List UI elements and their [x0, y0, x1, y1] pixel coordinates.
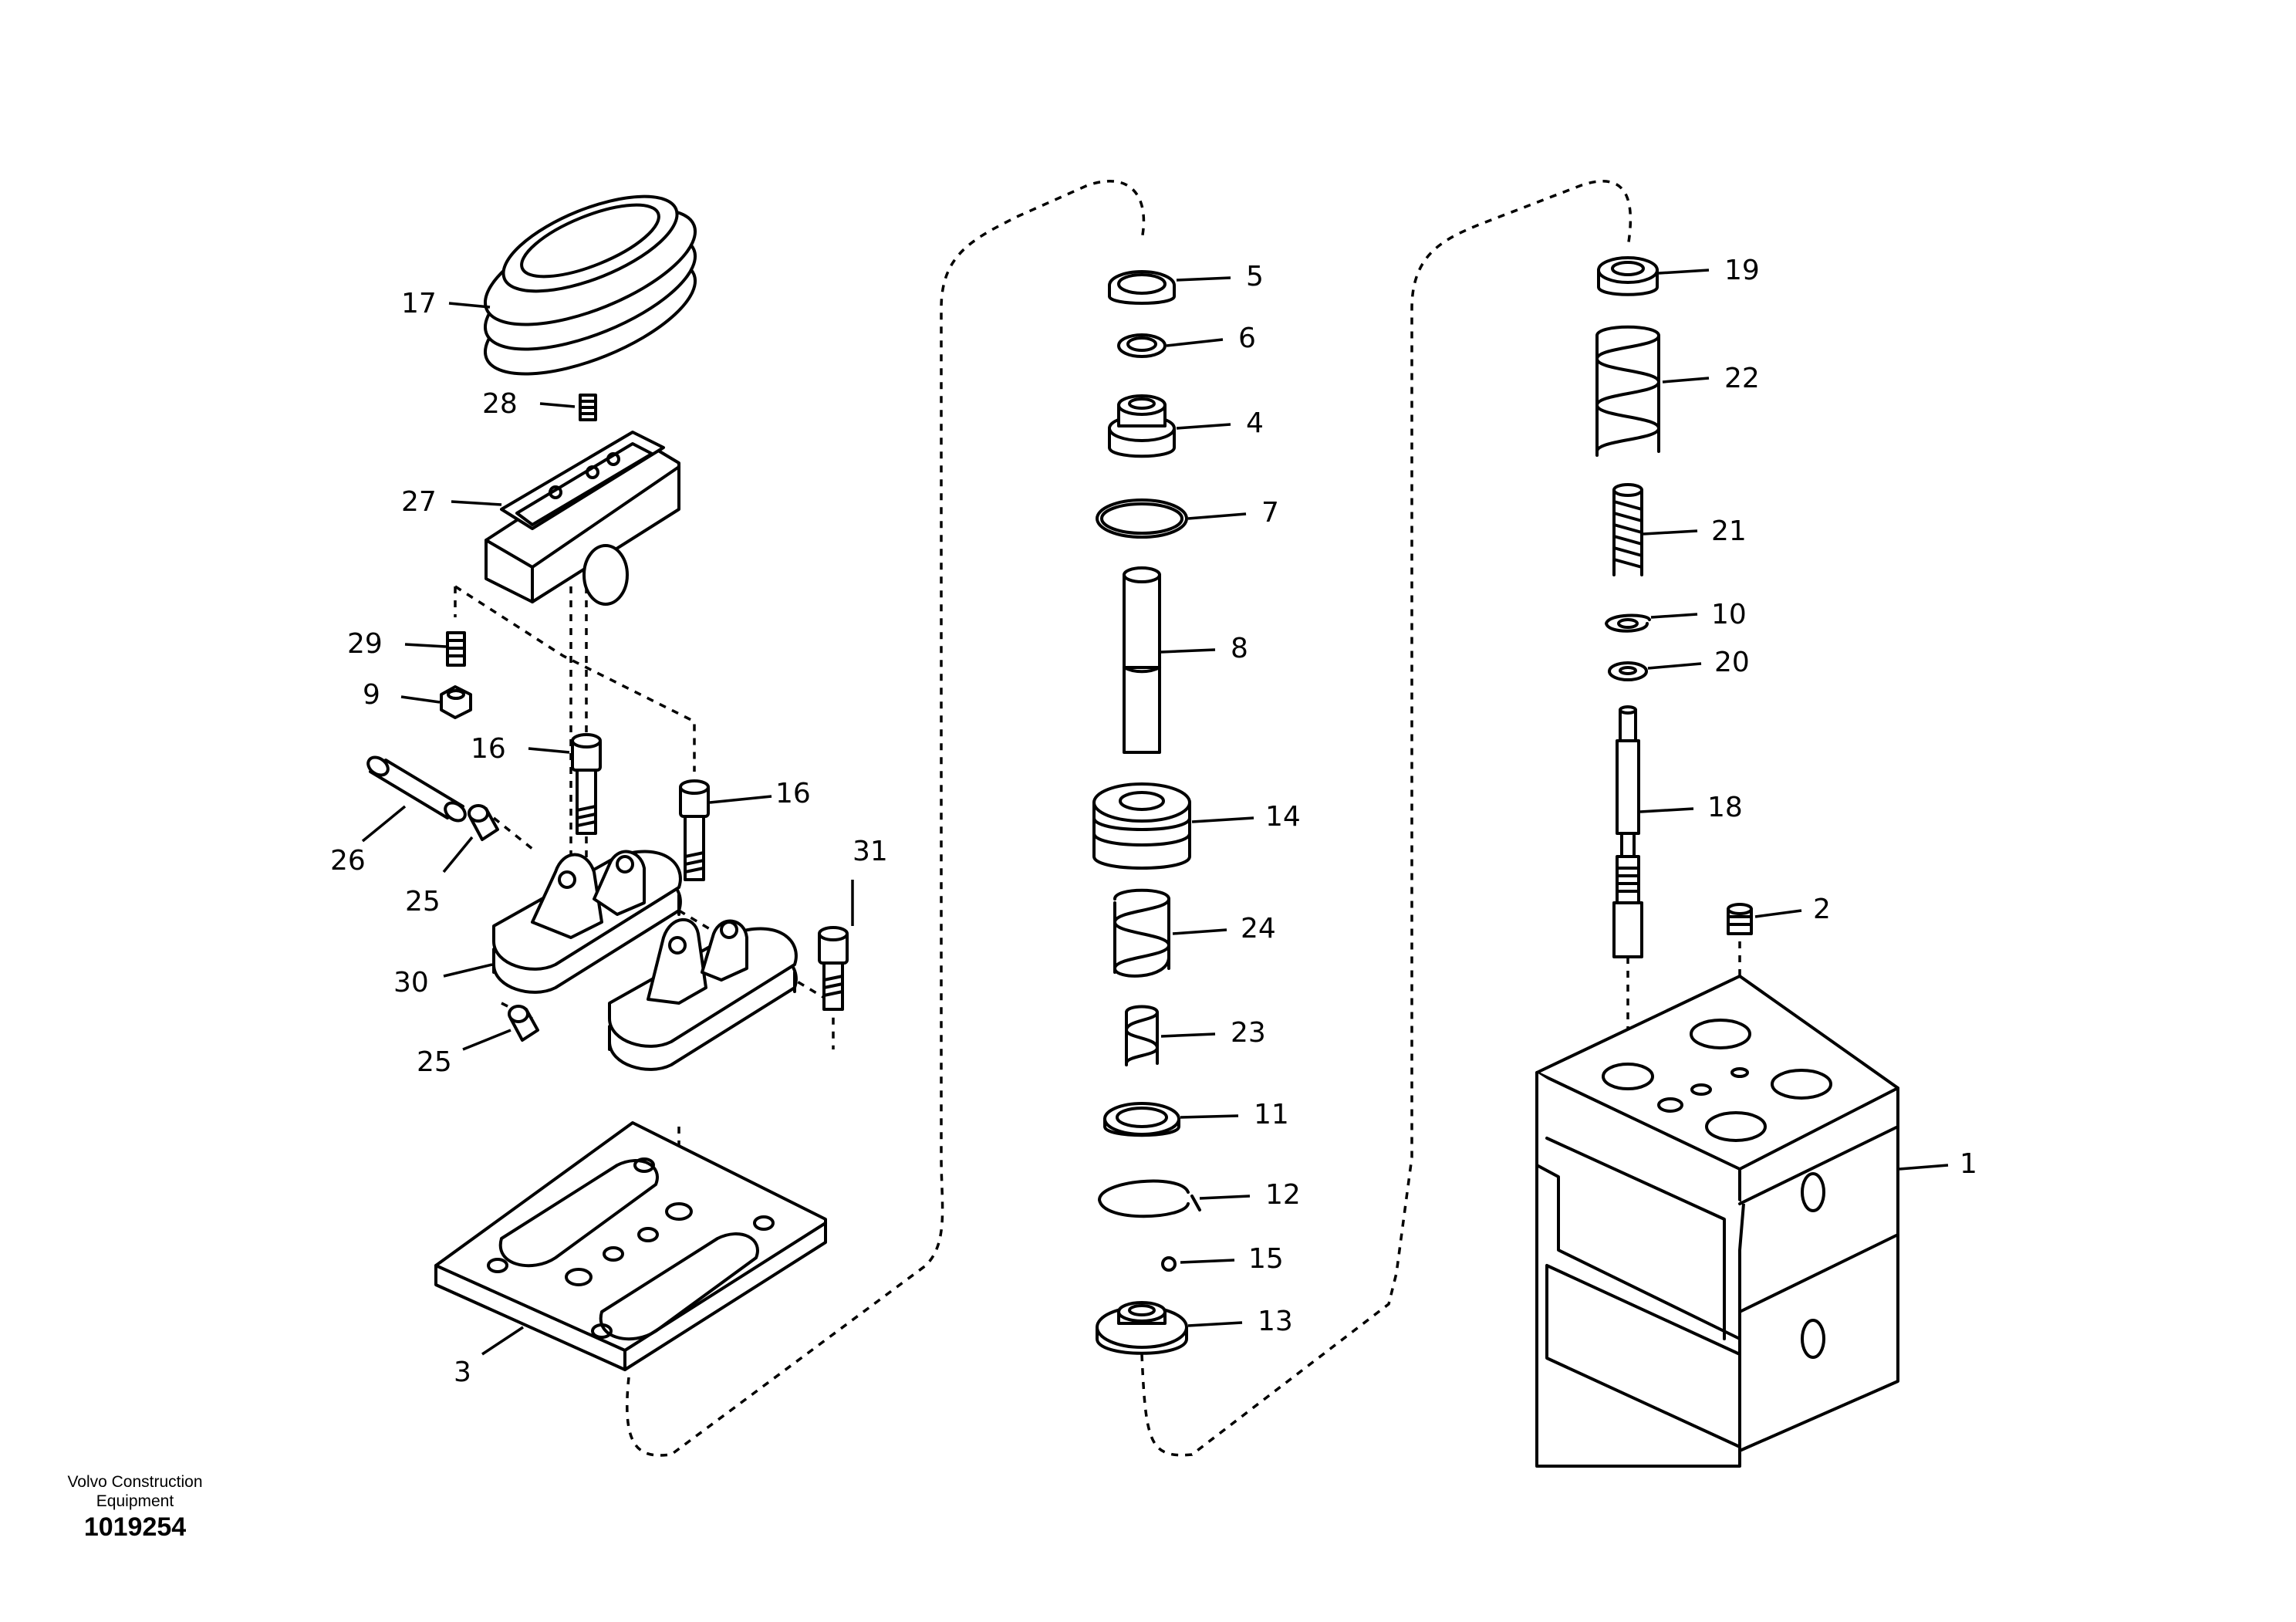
callout-30: 30: [393, 967, 429, 999]
part-7-o-ring: [1096, 498, 1188, 539]
part-24-spring: [1113, 888, 1170, 978]
brand-line-2: Equipment: [96, 1492, 174, 1510]
callout-20: 20: [1714, 647, 1750, 678]
part-20-washer: [1608, 661, 1648, 681]
part-12-snap-ring: [1098, 1179, 1201, 1218]
part-29-set-screw: [446, 631, 466, 667]
part-22-spring: [1595, 325, 1660, 457]
callout-17: 17: [401, 288, 437, 319]
part-9-nut: [440, 685, 472, 719]
callout-25: 25: [405, 886, 441, 917]
callout-9: 9: [363, 679, 380, 711]
callout-3: 3: [454, 1357, 471, 1388]
part-23-spring: [1125, 1005, 1159, 1066]
callout-31: 31: [853, 836, 888, 867]
callout-21: 21: [1711, 515, 1747, 547]
part-6-seal: [1117, 333, 1167, 358]
callout-23: 23: [1231, 1017, 1266, 1049]
callout-labels: 17 28 27 29 9 16 16 26 25 31 30 25 3 5 6…: [330, 255, 1977, 1388]
callout-16: 16: [775, 778, 811, 809]
part-27-cam-block: [485, 431, 680, 606]
callout-14: 14: [1265, 801, 1301, 833]
part-2-plug: [1727, 903, 1753, 935]
callout-28: 28: [482, 388, 518, 420]
callout-2: 2: [1813, 894, 1831, 925]
part-26-pin: [366, 755, 467, 823]
part-25-bushing-a: [468, 804, 499, 841]
callout-10: 10: [1711, 599, 1747, 630]
part-1-valve-body: [1535, 975, 1899, 1468]
part-21-spring: [1612, 483, 1643, 576]
callout-22: 22: [1724, 363, 1760, 394]
part-5-ring: [1108, 270, 1176, 305]
callout-27: 27: [401, 486, 437, 518]
callout-24: 24: [1241, 913, 1276, 944]
part-28-set-screw: [579, 394, 597, 421]
part-8-push-rod: [1123, 566, 1161, 754]
part-10-snap-washer: [1605, 613, 1651, 633]
part-25-bushing-b: [508, 1005, 539, 1042]
part-4-plug: [1108, 394, 1176, 458]
leader-lines: [361, 269, 1949, 1356]
part-30-pedal-bracket-a: [492, 850, 682, 994]
callout-26: 26: [330, 845, 366, 877]
brand-line-1: Volvo Construction: [67, 1473, 203, 1491]
callout-25: 25: [417, 1046, 452, 1078]
part-31-bolt: [818, 926, 849, 1011]
callout-5: 5: [1246, 261, 1264, 292]
part-19-plug: [1597, 256, 1659, 296]
part-16-bolt-a: [571, 733, 602, 835]
part-16-bolt-b: [679, 779, 710, 881]
callout-15: 15: [1248, 1243, 1284, 1275]
callout-12: 12: [1265, 1179, 1301, 1211]
callout-16: 16: [471, 733, 506, 765]
callout-7: 7: [1261, 497, 1279, 529]
callout-4: 4: [1246, 407, 1264, 439]
part-17-bellows-boot: [483, 194, 697, 376]
callout-11: 11: [1254, 1099, 1289, 1130]
part-30-pedal-bracket-b: [608, 917, 798, 1071]
brand-caption: Volvo Construction Equipment: [46, 1472, 224, 1511]
part-15-ball: [1161, 1256, 1177, 1272]
callout-19: 19: [1724, 255, 1760, 286]
part-18-spool: [1612, 705, 1643, 958]
callout-1: 1: [1960, 1148, 1977, 1180]
callout-29: 29: [347, 628, 383, 660]
document-number: 1019254: [83, 1512, 187, 1542]
callout-8: 8: [1231, 633, 1248, 664]
part-11-washer: [1103, 1102, 1180, 1137]
callout-13: 13: [1258, 1306, 1293, 1337]
callout-6: 6: [1238, 323, 1256, 354]
callout-18: 18: [1707, 792, 1743, 823]
part-3-base-plate: [434, 1121, 827, 1371]
part-13-retainer: [1096, 1301, 1188, 1355]
part-14-spring-seat: [1092, 782, 1191, 870]
